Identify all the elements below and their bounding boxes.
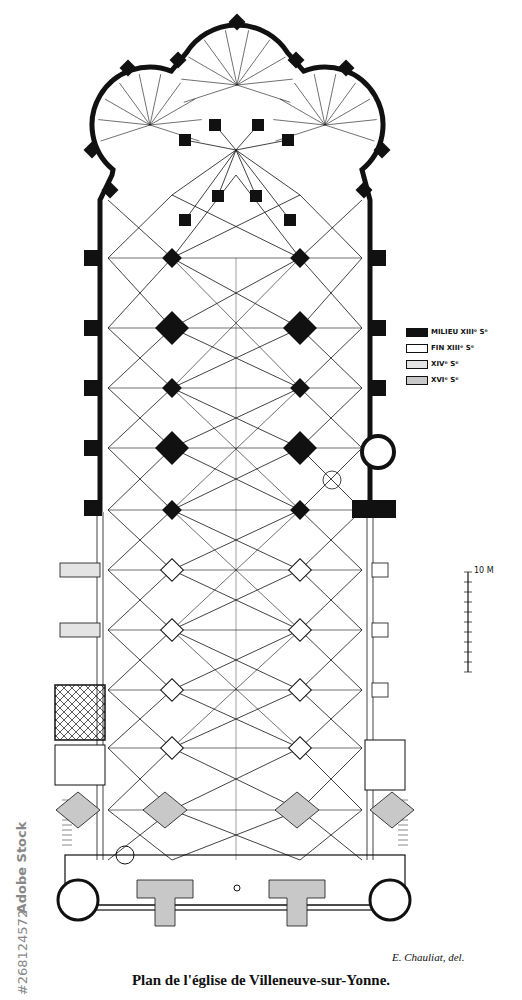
legend-text: XIVᵉ Sᵉ <box>431 360 459 368</box>
plan-title: Plan de l'église de Villeneuve-sur-Yonne… <box>0 972 522 989</box>
legend-swatch <box>406 360 428 369</box>
legend-text: FIN XIIIᵉ Sᵉ <box>431 344 474 352</box>
legend-text: XVIᵉ Sᵉ <box>431 376 459 384</box>
legend-swatch <box>406 328 428 337</box>
legend-swatch <box>406 344 428 353</box>
legend-swatch <box>406 376 428 385</box>
legend-text: MILIEU XIIIᵉ Sᵉ <box>431 328 488 336</box>
scale-label: 10 M <box>474 566 494 575</box>
watermark: Adobe Stock <box>14 822 29 914</box>
watermark: #268124572 <box>15 910 30 995</box>
draftsman-credit: E. Chauliat, del. <box>392 951 464 963</box>
plan-drawing <box>55 14 472 926</box>
